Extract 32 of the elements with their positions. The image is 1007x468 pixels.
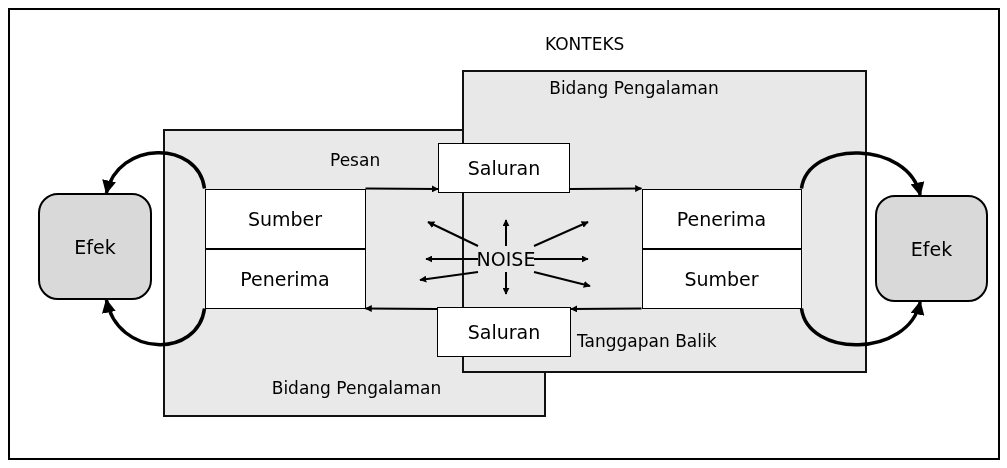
area-heading: Bidang Pengalaman: [270, 378, 443, 398]
edge-label: Pesan: [330, 150, 381, 170]
curved-arrow: [799, 151, 923, 197]
arrow: [570, 305, 643, 313]
effect-box: Efek: [38, 193, 152, 300]
noise-arrow: [502, 271, 510, 295]
noise-arrow: [425, 255, 479, 263]
role-box: Sumber: [641, 248, 802, 309]
arrow: [569, 185, 643, 193]
area-heading: Bidang Pengalaman: [548, 78, 720, 98]
curved-arrow: [103, 150, 207, 195]
arrow: [364, 305, 438, 313]
noise-arrow: [533, 221, 589, 247]
noise-arrow: [419, 271, 479, 283]
noise-arrow: [533, 271, 591, 288]
noise-arrow: [533, 255, 589, 263]
curved-arrow: [799, 300, 923, 347]
context-heading: KONTEKS: [545, 34, 625, 54]
noise-label: NOISE: [478, 246, 534, 272]
noise-arrow: [502, 219, 510, 247]
channel-box: Saluran: [438, 143, 570, 193]
curved-arrow: [103, 298, 207, 347]
arrow: [364, 185, 439, 193]
noise-arrow: [427, 221, 479, 247]
experience-field-area: [462, 70, 867, 373]
role-box: Sumber: [204, 188, 366, 249]
edge-label: Tanggapan Balik: [577, 331, 717, 351]
role-box: Penerima: [204, 248, 366, 309]
channel-box: Saluran: [437, 307, 571, 357]
effect-box: Efek: [875, 195, 988, 302]
context-frame: [8, 8, 1000, 460]
role-box: Penerima: [641, 188, 802, 249]
